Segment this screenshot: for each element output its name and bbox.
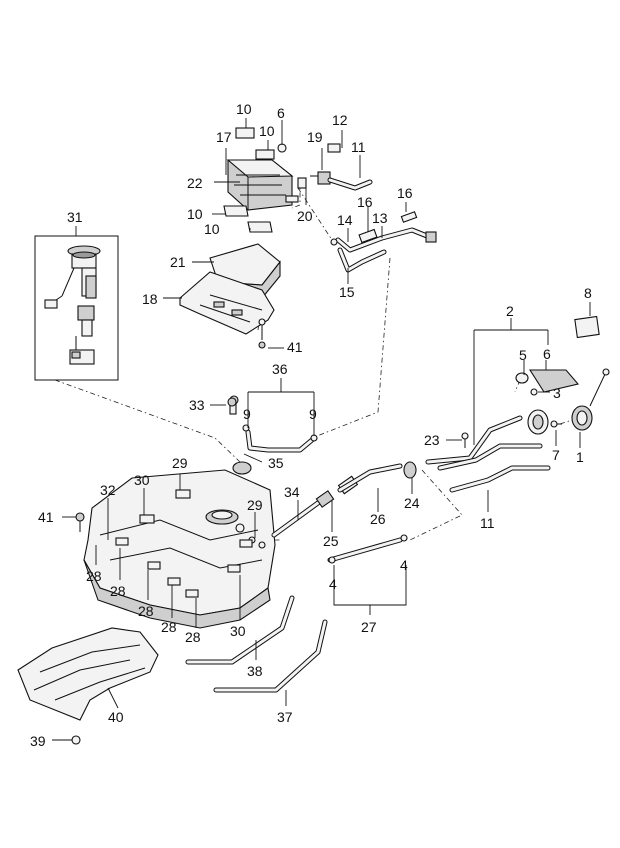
callout-16: 16 [357,194,373,210]
callout-10: 10 [204,221,220,237]
callout-26: 26 [370,511,386,527]
callout-41: 41 [38,509,54,525]
callout-7: 7 [552,447,560,463]
accessory-panel [574,315,600,339]
callout-12: 12 [332,112,348,128]
callout-2: 2 [506,303,514,319]
callout-29: 29 [247,497,263,513]
callout-29: 29 [172,455,188,471]
callout-37: 37 [277,709,293,725]
callout-labels: 2 8 5 6 3 7 1 23 24 11 26 25 34 4 4 27 1… [30,101,592,749]
fuel-tank [83,461,276,629]
callout-6: 6 [277,105,285,121]
callout-14: 14 [337,212,353,228]
callout-30: 30 [230,623,246,639]
filler-neck-tubes [271,315,610,564]
callout-5: 5 [519,347,527,363]
callout-4: 4 [329,576,337,592]
callout-17: 17 [216,129,232,145]
callout-8: 8 [584,285,592,301]
callout-34: 34 [284,484,300,500]
callout-1: 1 [576,449,584,465]
callout-15: 15 [339,284,355,300]
canister-bracket [179,243,281,349]
callout-24: 24 [404,495,420,511]
callout-28: 28 [161,619,177,635]
callout-28: 28 [138,603,154,619]
callout-39: 39 [30,733,46,749]
callout-6: 6 [543,346,551,362]
callout-10: 10 [187,206,203,222]
callout-3: 3 [553,385,561,401]
callout-28: 28 [185,629,201,645]
callout-9: 9 [243,406,251,422]
callout-16: 16 [397,185,413,201]
callout-11: 11 [351,139,366,155]
callout-4: 4 [400,557,408,573]
callout-11: 11 [480,515,495,531]
callout-10: 10 [236,101,252,117]
callout-40: 40 [108,709,124,725]
callout-30: 30 [134,472,150,488]
callout-19: 19 [307,129,323,145]
callout-20: 20 [297,208,313,224]
callout-25: 25 [323,533,339,549]
tank-straps [185,595,328,693]
callout-13: 13 [372,210,388,226]
heat-shield [17,627,159,745]
callout-18: 18 [142,291,158,307]
canister-assembly [223,127,373,233]
callout-9: 9 [309,406,317,422]
callout-23: 23 [424,432,440,448]
callout-21: 21 [170,254,186,270]
leader-lines [52,118,591,741]
callout-22: 22 [187,175,203,191]
bolts [75,397,237,532]
vent-hose [229,395,318,453]
callout-31: 31 [67,209,83,225]
callout-10: 10 [259,123,275,139]
callout-32: 32 [100,482,116,498]
callout-38: 38 [247,663,263,679]
callout-41: 41 [287,339,303,355]
pump-module-frame [34,235,119,381]
callout-33: 33 [189,397,205,413]
callout-27: 27 [361,619,377,635]
callout-28: 28 [86,568,102,584]
callout-35: 35 [268,455,284,471]
callout-36: 36 [272,361,288,377]
fuel-pump-module [34,235,119,381]
callout-28: 28 [110,583,126,599]
